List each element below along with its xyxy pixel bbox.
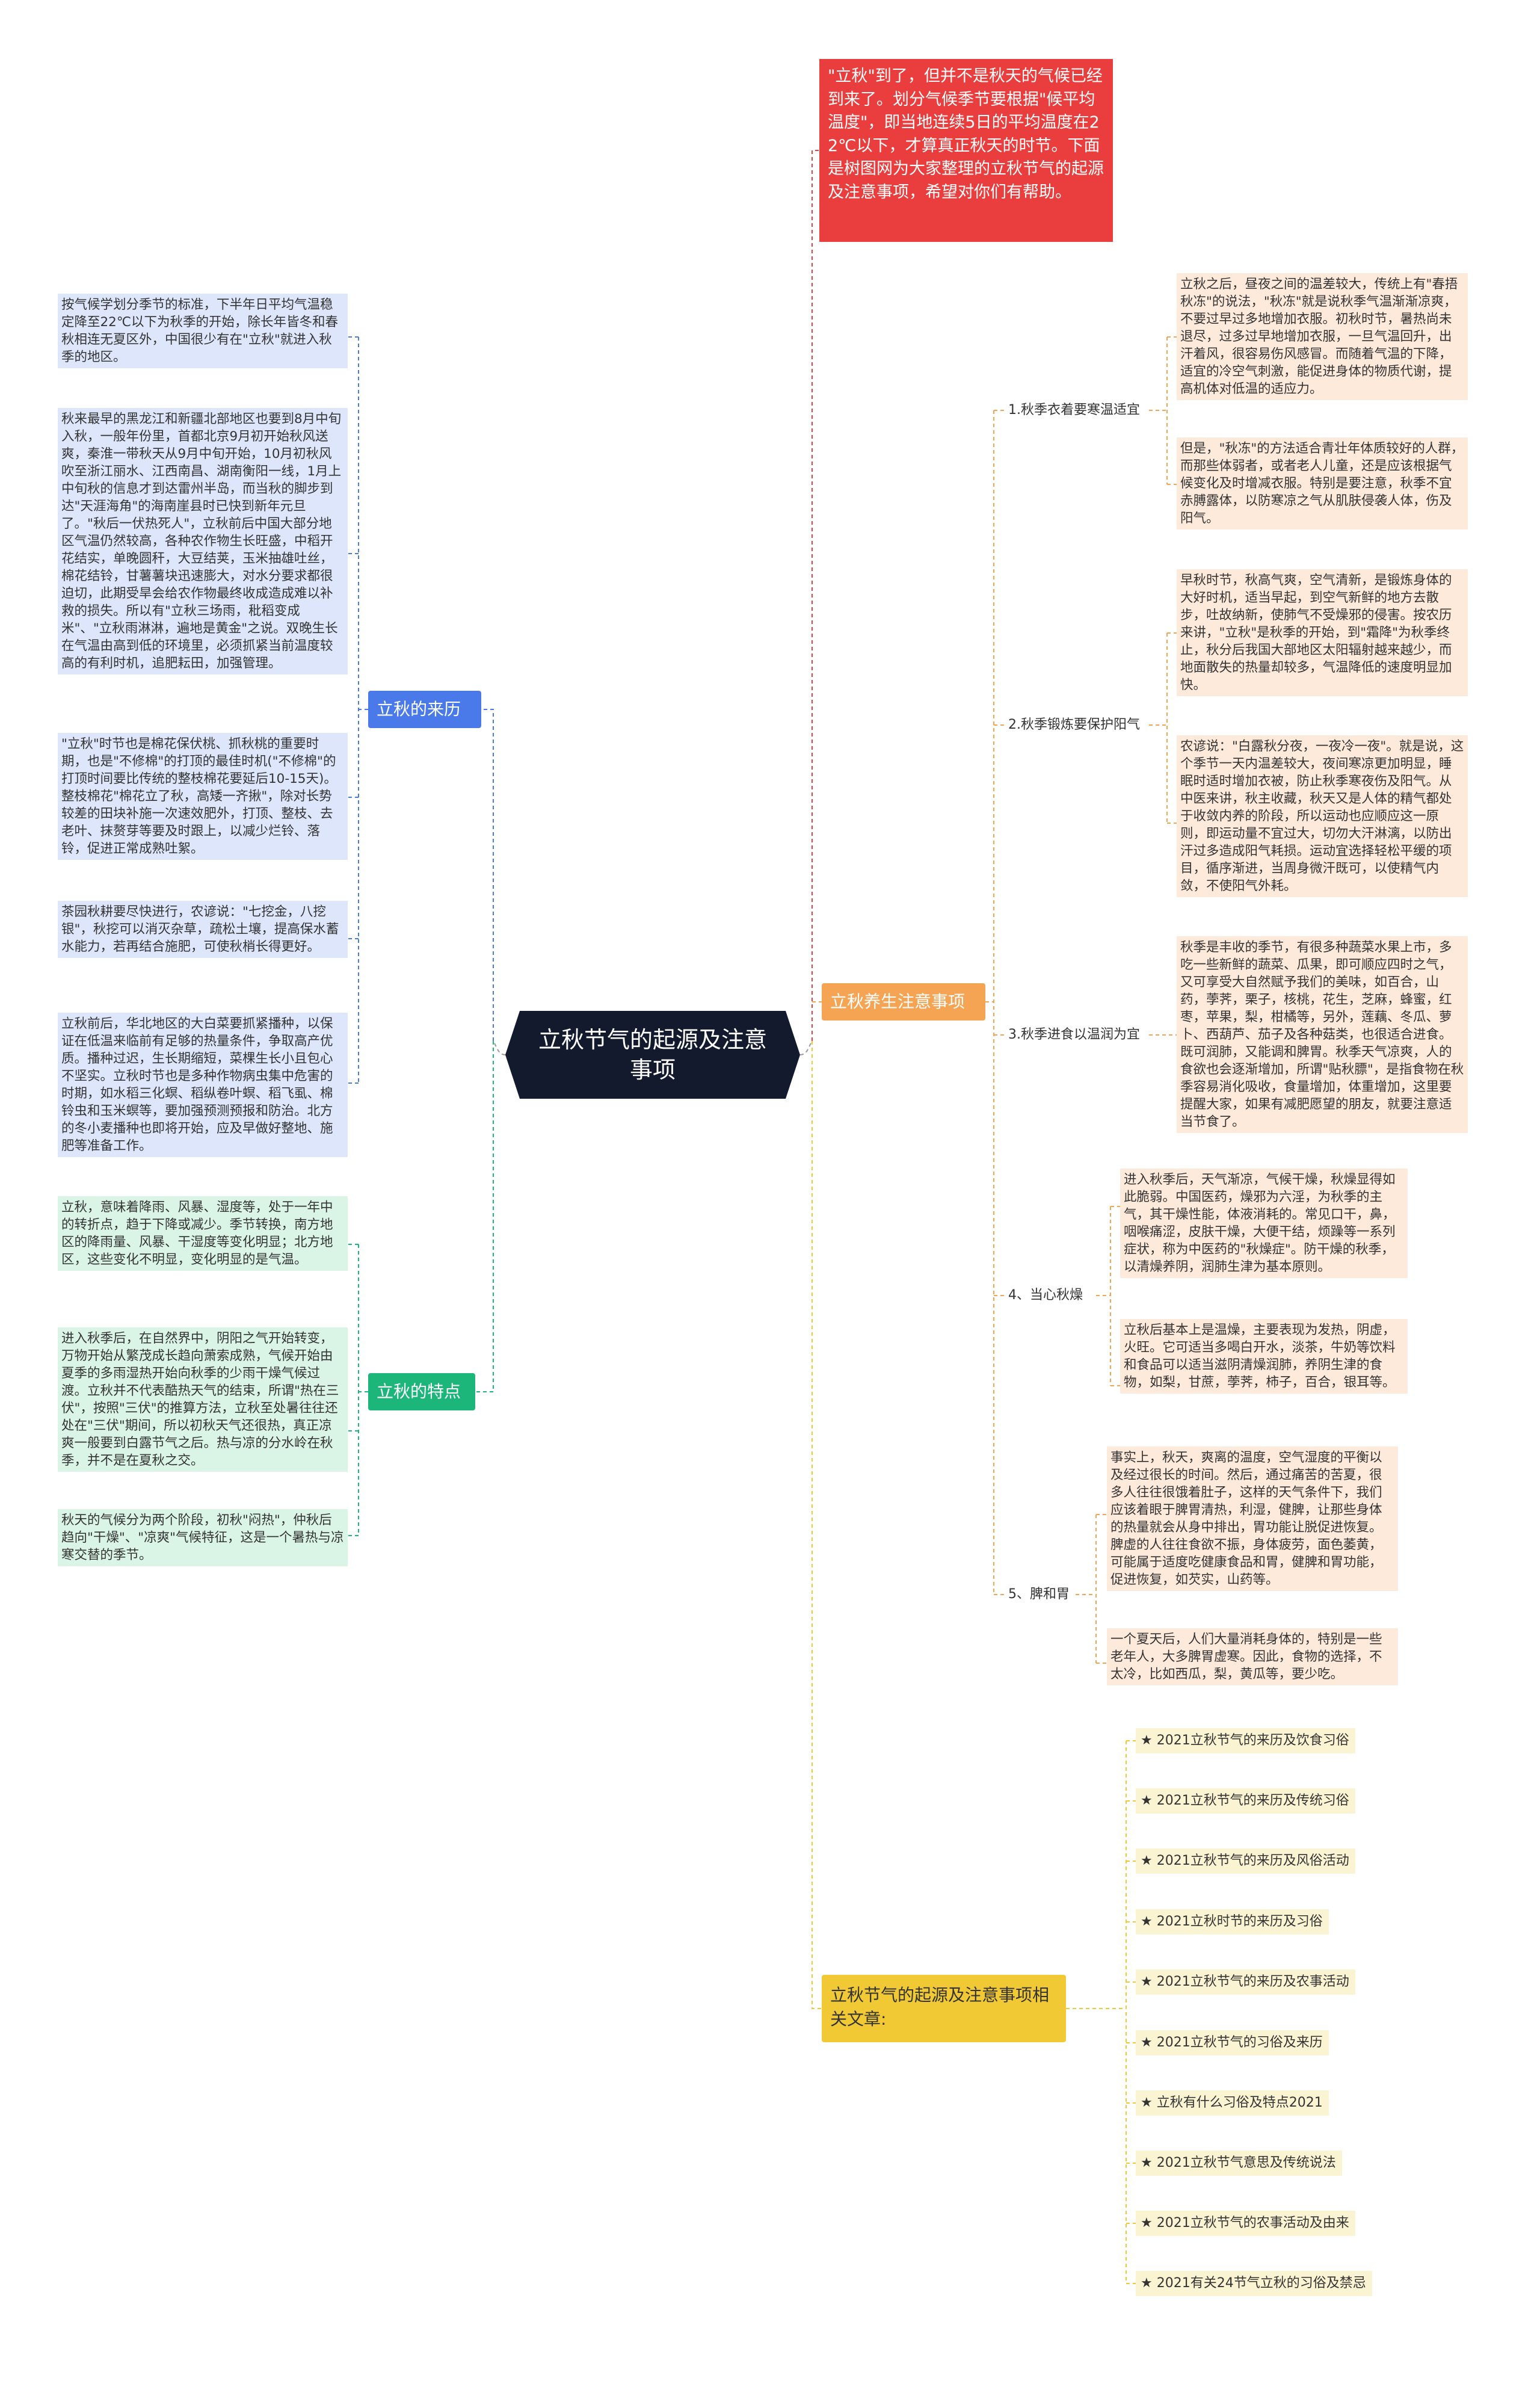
article-link[interactable]: ★ 2021立秋节气意思及传统说法: [1136, 2151, 1342, 2176]
leaf-origin-5[interactable]: 立秋前后，华北地区的大白菜要抓紧播种，以保证在低温来临前有足够的热量条件，争取高…: [58, 1013, 348, 1157]
article-link[interactable]: ★ 2021立秋节气的来历及农事活动: [1136, 1969, 1355, 1995]
leaf-origin-1[interactable]: 按气候学划分季节的标准，下半年日平均气温稳定降至22℃以下为秋季的开始，除长年皆…: [58, 294, 348, 368]
leaf-health-5b[interactable]: 一个夏天后，人们大量消耗身体的，特别是一些老年人，大多脾胃虚寒。因此，食物的选择…: [1107, 1628, 1398, 1685]
leaf-origin-3[interactable]: "立秋"时节也是棉花保伏桃、抓秋桃的重要时期，也是"不修棉"的打顶的最佳时机("…: [58, 733, 348, 860]
health-item-4[interactable]: 4、当心秋燥: [1005, 1283, 1096, 1308]
leaf-health-1b[interactable]: 但是，"秋冻"的方法适合青壮年体质较好的人群，而那些体弱者，或者老人儿童，还是应…: [1177, 437, 1468, 530]
branch-features[interactable]: 立秋的特点: [368, 1373, 475, 1410]
article-link[interactable]: ★ 2021立秋节气的来历及风俗活动: [1136, 1848, 1355, 1874]
article-link[interactable]: ★ 2021立秋节气的来历及传统习俗: [1136, 1788, 1355, 1814]
health-item-1[interactable]: 1.秋季衣着要寒温适宜: [1005, 398, 1149, 423]
article-link[interactable]: ★ 立秋有什么习俗及特点2021: [1136, 2090, 1329, 2116]
leaf-health-4b[interactable]: 立秋后基本上是温燥，主要表现为发热，阴虚，火旺。它可适当多喝白开水，淡茶，牛奶等…: [1120, 1319, 1408, 1394]
health-item-5[interactable]: 5、脾和胃: [1005, 1582, 1076, 1607]
leaf-features-3[interactable]: 秋天的气候分为两个阶段，初秋"闷热"，仲秋后趋向"干燥"、"凉爽"气候特征，这是…: [58, 1509, 348, 1566]
leaf-health-2b[interactable]: 农谚说："白露秋分夜，一夜冷一夜"。就是说，这个季节一天内温差较大，夜间寒凉更加…: [1177, 735, 1468, 897]
leaf-features-2[interactable]: 进入秋季后，在自然界中，阴阳之气开始转变，万物开始从繁茂成长趋向萧索成熟，气候开…: [58, 1327, 348, 1472]
article-link[interactable]: ★ 2021立秋节气的习俗及来历: [1136, 2030, 1329, 2055]
article-link[interactable]: ★ 2021立秋节气的农事活动及由来: [1136, 2211, 1355, 2236]
leaf-health-2a[interactable]: 早秋时节，秋高气爽，空气清新，是锻炼身体的大好时机，适当早起，到空气新鲜的地方去…: [1177, 569, 1468, 696]
branch-origin[interactable]: 立秋的来历: [368, 691, 481, 728]
leaf-health-3a[interactable]: 秋季是丰收的季节，有很多种蔬菜水果上市，多吃一些新鲜的蔬菜、瓜果，即可顺应四时之…: [1177, 936, 1468, 1133]
article-link[interactable]: ★ 2021立秋时节的来历及习俗: [1136, 1909, 1329, 1935]
intro-node[interactable]: "立秋"到了，但并不是秋天的气候已经到来了。划分气候季节要根据"候平均温度"，即…: [819, 59, 1113, 242]
central-topic[interactable]: 立秋节气的起源及注意事项: [505, 1011, 800, 1099]
branch-articles[interactable]: 立秋节气的起源及注意事项相关文章:: [822, 1975, 1066, 2042]
health-item-2[interactable]: 2.秋季锻炼要保护阳气: [1005, 712, 1149, 738]
leaf-features-1[interactable]: 立秋，意味着降雨、风暴、湿度等，处于一年中的转折点，趋于下降或减少。季节转换，南…: [58, 1196, 348, 1271]
leaf-health-1a[interactable]: 立秋之后，昼夜之间的温差较大，传统上有"春捂秋冻"的说法，"秋冻"就是说秋季气温…: [1177, 273, 1468, 400]
leaf-health-4a[interactable]: 进入秋季后，天气渐凉，气候干燥，秋燥显得如此脆弱。中国医药，燥邪为六淫，为秋季的…: [1120, 1169, 1408, 1278]
leaf-origin-2[interactable]: 秋来最早的黑龙江和新疆北部地区也要到8月中旬入秋，一般年份里，首都北京9月初开始…: [58, 408, 348, 675]
branch-health[interactable]: 立秋养生注意事项: [822, 983, 985, 1021]
article-link[interactable]: ★ 2021立秋节气的来历及饮食习俗: [1136, 1728, 1355, 1753]
article-link[interactable]: ★ 2021有关24节气立秋的习俗及禁忌: [1136, 2271, 1372, 2296]
health-item-3[interactable]: 3.秋季进食以温润为宜: [1005, 1022, 1149, 1048]
leaf-origin-4[interactable]: 茶园秋耕要尽快进行，农谚说："七挖金，八挖银"，秋挖可以消灭杂草，疏松土壤，提高…: [58, 901, 348, 958]
leaf-health-5a[interactable]: 事实上，秋天，爽离的温度，空气湿度的平衡以及经过很长的时间。然后，通过痛苦的苦夏…: [1107, 1447, 1398, 1591]
